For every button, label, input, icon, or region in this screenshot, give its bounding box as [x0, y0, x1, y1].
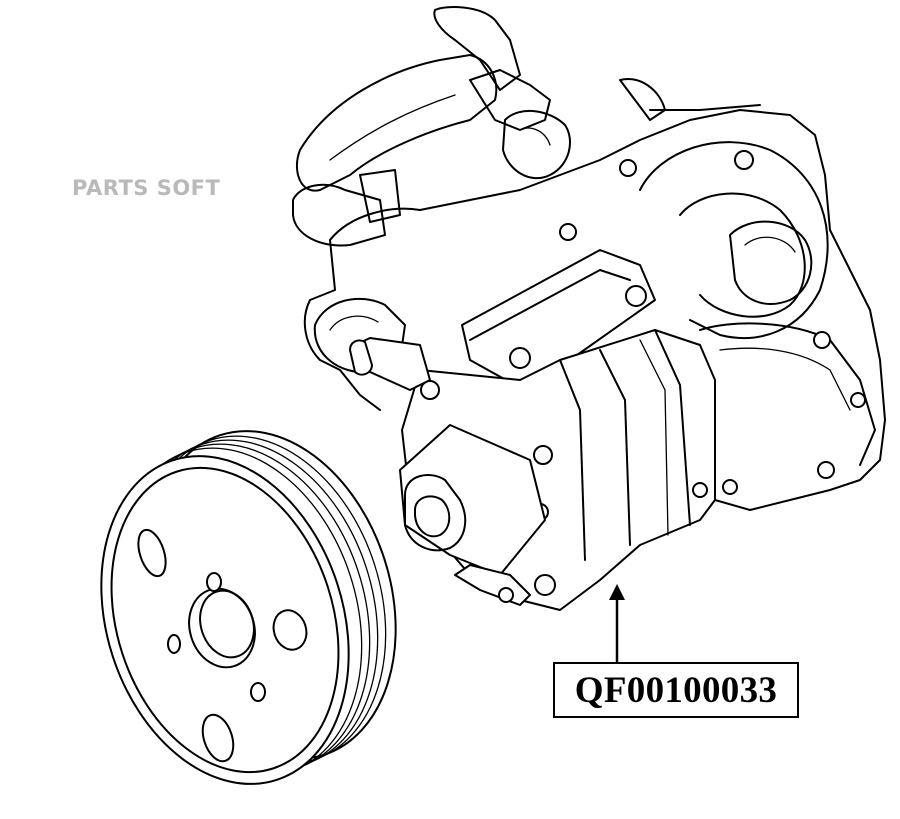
power-steering-pump: [349, 249, 716, 611]
pulley: [100, 430, 397, 785]
engine-housing: [292, 6, 886, 511]
part-number-label: QF00100033: [553, 662, 799, 718]
watermark-text: PARTS SOFT: [72, 176, 221, 200]
callout-arrow: [609, 584, 625, 662]
